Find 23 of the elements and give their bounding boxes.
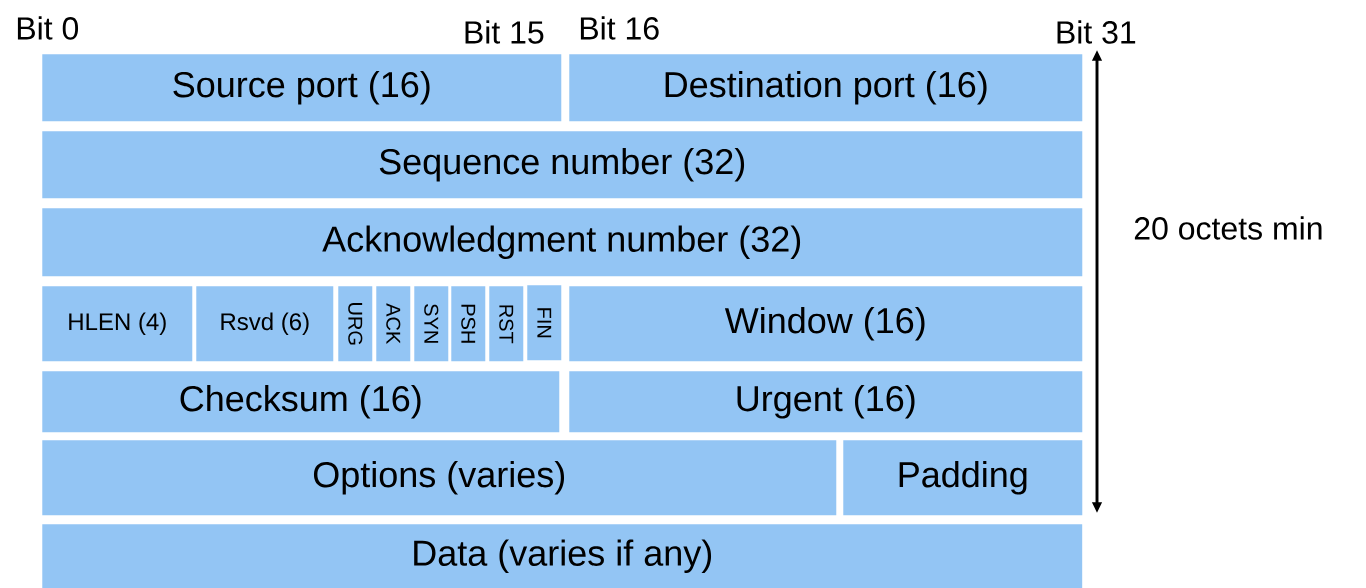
bit-label: Bit 15 [465,20,544,44]
field-box: Urgent (16) [569,371,1083,433]
field-box: HLEN (4) [42,286,193,362]
field-box: Sequence number (32) [42,131,1083,199]
field-box: PSH [451,286,486,362]
dimension-label: 20 octets min [1134,216,1322,240]
field-box: Acknowledgment number (32) [42,208,1083,277]
field-box: Options (varies) [42,440,837,516]
field-box: Window (16) [569,286,1083,362]
field-box: Checksum (16) [42,371,560,433]
field-box: URG [338,286,373,362]
field-box: Destination port (16) [569,54,1083,122]
bit-label: Bit 31 [1057,20,1136,44]
field-box: Rsvd (6) [196,286,334,362]
bit-label: Bit 0 [17,16,79,40]
field-box: ACK [376,286,411,362]
field-box: Padding [843,440,1083,516]
bit-label: Bit 16 [580,16,659,40]
field-box: RST [489,286,524,362]
field-box: Source port (16) [42,54,562,122]
field-box: SYN [414,286,449,362]
field-box: FIN [527,285,562,361]
field-box: Data (varies if any) [42,524,1083,588]
